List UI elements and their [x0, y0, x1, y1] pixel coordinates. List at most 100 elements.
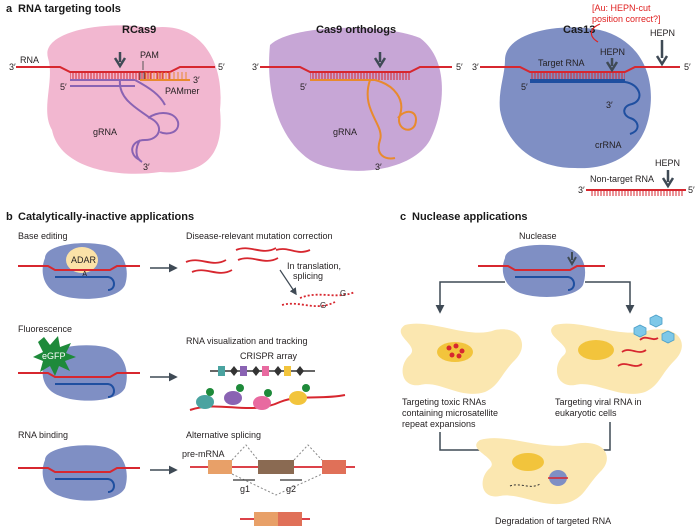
alt-splicing-label: Alternative splicing: [186, 430, 261, 440]
rcas9-pammer-prime: 3′: [193, 75, 200, 85]
cas13-prime-3: 3′: [472, 62, 479, 72]
cas13-prime-5: 5′: [684, 62, 691, 72]
degradation-label: Degradation of targeted RNA: [495, 516, 611, 526]
cas13-hepn-arrow-2: [655, 40, 669, 67]
panel-b-letter: b: [6, 211, 13, 223]
rcas9-grna-prime-5: 5′: [60, 82, 67, 92]
cas13-hepn-arrow-1: [605, 58, 619, 73]
mutation-correction-label: Disease-relevant mutation correction: [186, 231, 333, 241]
cas13-protein: [499, 27, 651, 169]
cas13-hepn-label-2: HEPN: [650, 28, 675, 38]
cas13-non-target-label: Non-target RNA: [590, 174, 654, 184]
exon-1: [208, 460, 232, 474]
cas13-hepn-label-1: HEPN: [600, 47, 625, 57]
ortholog-name: Cas9 orthologs: [316, 24, 396, 36]
cas13-name: Cas13: [563, 24, 595, 36]
panel-b: b Catalytically-inactive applications Ba…: [6, 211, 356, 526]
exon-2: [258, 460, 294, 474]
fluorescence-label: Fluorescence: [18, 324, 72, 334]
cas13-hepn-label-3: HEPN: [655, 158, 680, 168]
exon-3: [322, 460, 346, 474]
right-cell-text-1: Targeting viral RNA in: [555, 397, 642, 407]
rna-binding-label: RNA binding: [18, 430, 68, 440]
rcas9-protein: [47, 25, 221, 174]
arrow-to-left-cell: [435, 281, 505, 314]
rcas9-grna: [70, 79, 166, 161]
ortholog-duplex-ticks: [310, 72, 410, 80]
rcas9-rna-label: RNA: [20, 55, 39, 65]
panel-c-letter: c: [400, 211, 406, 223]
left-cell-text-1: Targeting toxic RNAs: [402, 397, 487, 407]
rcas9-grna-label: gRNA: [93, 127, 117, 137]
spliced-exon-3: [278, 512, 302, 526]
translation-note-2: splicing: [293, 271, 323, 281]
rcas9-name: RCas9: [122, 24, 156, 36]
adar-label: ADAR: [71, 255, 97, 265]
rcas9-pammer-label: PAMmer: [165, 86, 199, 96]
rcas9-pam-label: PAM: [140, 50, 159, 60]
g-label-1: G: [320, 301, 326, 310]
crispr-array-label: CRISPR array: [240, 351, 298, 361]
ortholog-prime-5: 5′: [456, 62, 463, 72]
left-cell-text-2: containing microsatellite: [402, 408, 498, 418]
cas13-nt-prime-3: 3′: [578, 185, 585, 195]
premrna-label: pre-mRNA: [182, 449, 225, 459]
base-editing-row: Base editing ADAR A Disease-relevant mut…: [18, 231, 356, 310]
tracked-rna: [189, 394, 346, 411]
visualization-label: RNA visualization and tracking: [186, 336, 308, 346]
spliced-exon-1: [254, 512, 278, 526]
panel-c-title: Nuclease applications: [412, 211, 528, 223]
cas13-crrna-label: crRNA: [595, 140, 622, 150]
scattered-rnas: [185, 247, 311, 274]
panel-a-title: RNA targeting tools: [18, 3, 121, 15]
g2-label: g2: [286, 484, 296, 494]
crispr-array-elements: [218, 366, 304, 376]
translation-note-1: In translation,: [287, 261, 341, 271]
bottom-cell: [476, 438, 607, 505]
ortholog-diagram: Cas9 orthologs 3′ 5′ 5′ gRNA 3′: [252, 24, 463, 172]
g-label-2: G: [340, 289, 346, 298]
egfp-label: eGFP: [42, 351, 66, 361]
right-cell-text-2: eukaryotic cells: [555, 408, 617, 418]
egfp-burst: [33, 336, 76, 376]
ortholog-prime-3: 3′: [252, 62, 259, 72]
adar-a-label: A: [82, 270, 88, 279]
cas13-crrna-prime-5: 5′: [521, 82, 528, 92]
cas13-crrna: [530, 81, 641, 135]
ortholog-grna-prime-5: 5′: [300, 82, 307, 92]
right-cell: [551, 323, 682, 394]
g1-label: g1: [240, 484, 250, 494]
ortholog-grna: [366, 79, 417, 160]
arrow-to-right-cell: [585, 281, 635, 314]
left-cell-text-3: repeat expansions: [402, 419, 476, 429]
cas13-diagram: Cas13 [Au: HEPN-cut position correct?] 3…: [472, 3, 695, 196]
ortholog-grna-prime-3: 3′: [375, 162, 382, 172]
ortholog-down-arrow: [373, 52, 387, 69]
rcas9-down-arrow: [113, 52, 127, 69]
cas13-query-line1: [Au: HEPN-cut: [592, 3, 651, 13]
adar-shape: [66, 247, 98, 273]
rcas9-pammer-ticks: [145, 72, 187, 80]
cas13-duplex-ticks: [530, 72, 625, 80]
ortholog-protein: [269, 27, 442, 171]
cas13-query-line2: position correct?]: [592, 14, 661, 24]
cas13-target-rna-label: Target RNA: [538, 58, 585, 68]
panel-a: a RNA targeting tools RCas9 RNA 3′ 5′ PA…: [6, 3, 695, 196]
rcas9-prime-5: 5′: [218, 62, 225, 72]
fluorescence-row: Fluorescence eGFP RNA visualization and …: [18, 324, 346, 411]
edited-rnas: [281, 291, 356, 307]
cas13-crrna-prime-3: 3′: [606, 100, 613, 110]
rna-binding-row: RNA binding Alternative splicing pre-mRN…: [18, 430, 355, 526]
cas13-hepn-arrow-3: [661, 170, 675, 189]
base-editing-label: Base editing: [18, 231, 68, 241]
nuclease-label: Nuclease: [519, 231, 557, 241]
rcas9-duplex-ticks: [70, 72, 170, 80]
rcas9-grna-prime-3: 3′: [143, 162, 150, 172]
rcas9-prime-3: 3′: [9, 62, 16, 72]
rcas9-diagram: RCas9 RNA 3′ 5′ PAM 3′ PAMmer 5′ gRNA 3: [9, 24, 225, 174]
panel-b-title: Catalytically-inactive applications: [18, 211, 194, 223]
cas13-nt-prime-5: 5′: [688, 185, 695, 195]
ortholog-grna-label: gRNA: [333, 127, 357, 137]
panel-a-letter: a: [6, 3, 13, 15]
